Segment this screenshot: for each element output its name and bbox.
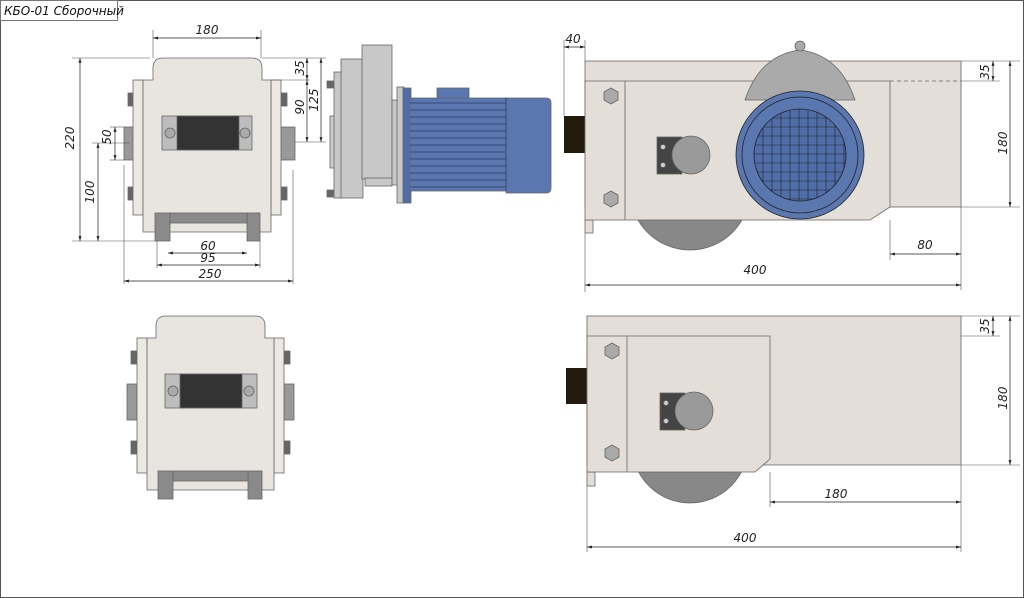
dimension-top-front-view-overall-width: 250	[123, 165, 294, 284]
dimension-label: 35	[978, 64, 992, 79]
dimension-label: 35	[293, 60, 307, 75]
title-box: КБО-01 Сборочный	[0, 0, 124, 21]
dimension-label: 180	[825, 487, 848, 501]
dimension-top-side-view-top-band: 35	[961, 60, 1020, 82]
dimension-label: 90	[293, 99, 307, 115]
dimension-bottom-side-view-length: 400	[586, 486, 961, 552]
dimension-label: 250	[199, 267, 222, 281]
dimension-top-side-view-height: 180	[961, 61, 1020, 208]
dimension-label: 400	[744, 263, 767, 277]
dimension-label: 180	[196, 23, 219, 37]
dimension-label: 100	[83, 180, 97, 203]
dimension-top-front-view-top-step: 35	[262, 57, 326, 81]
dimension-top-side-view-length: 400	[584, 233, 961, 292]
dimension-label: 125	[307, 89, 321, 112]
dimension-top-front-view-feet-inner: 60	[168, 239, 247, 255]
dimension-label: 95	[200, 251, 215, 265]
dimension-label: 40	[565, 32, 581, 46]
dimension-label: 180	[996, 386, 1010, 409]
dimension-top-front-view-shaft-height: 100	[83, 142, 130, 241]
dimension-top-side-view-tail: 80	[889, 207, 962, 290]
dimension-label: 80	[917, 238, 933, 252]
dimension-label: 400	[734, 531, 757, 545]
dimension-bottom-side-view-tail: 180	[769, 465, 962, 552]
dimension-top-front-view-step-125: 125	[307, 58, 323, 142]
dimension-label: 180	[996, 131, 1010, 154]
dimension-label: 60	[200, 239, 216, 253]
dimension-top-side-view-offset: 40	[563, 32, 586, 116]
side-view-bottom	[566, 315, 962, 504]
dimension-top-front-view-shaft-size: 50	[100, 126, 124, 161]
drawing-title: КБО-01 Сборочный	[4, 4, 124, 18]
dimension-label: 50	[100, 129, 114, 145]
dimension-top-front-view-height-total: 220	[63, 57, 155, 242]
dimension-label: 35	[978, 318, 992, 333]
dimension-top-front-view-width-top: 180	[152, 23, 262, 58]
dimension-bottom-side-view-height: 180	[961, 316, 1020, 466]
motor-gearbox-view	[326, 44, 552, 204]
side-view-top	[564, 40, 962, 251]
front-view-bottom	[126, 315, 295, 500]
dimension-top-front-view-step-90: 90	[293, 80, 326, 143]
dimension-bottom-side-view-top-band: 35	[961, 315, 1020, 337]
front-view-top	[123, 57, 296, 242]
dimension-top-front-view-feet-outer: 95	[156, 241, 261, 268]
dimension-label: 220	[63, 126, 77, 149]
